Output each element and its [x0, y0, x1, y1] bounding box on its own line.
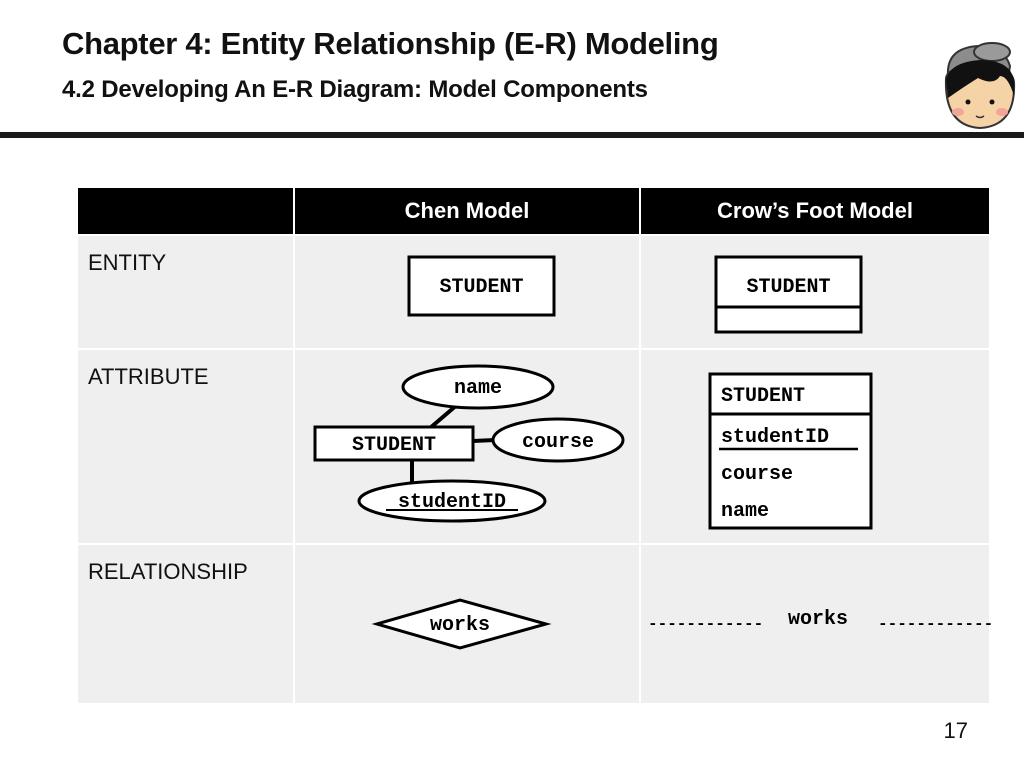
- chen-entity-box: STUDENT: [407, 255, 556, 317]
- cell-crows-relationship: [641, 545, 989, 703]
- crows-attribute-box: STUDENT studentID course name: [708, 372, 873, 530]
- title-divider: [0, 132, 1024, 138]
- chen-attr-course: course: [522, 431, 594, 454]
- crows-relationship-line: ------------ works ------------: [648, 608, 993, 633]
- page-number: 17: [943, 718, 968, 743]
- slide-subtitle: 4.2 Developing An E-R Diagram: Model Com…: [62, 76, 648, 103]
- chen-attr-entity-box: [313, 425, 475, 462]
- chen-attr-course-ellipse: [491, 417, 625, 463]
- chen-attr-name: name: [454, 377, 502, 400]
- row-label-relationship: RELATIONSHIP: [78, 545, 293, 703]
- chen-attribute-diagram: name course STUDENT studentID: [313, 364, 625, 523]
- chen-attr-key: studentID: [398, 491, 506, 514]
- crows-entity-label: STUDENT: [746, 276, 830, 299]
- crows-dashes-right: ------------: [878, 615, 993, 633]
- crows-entity-box: STUDENT: [714, 255, 863, 334]
- header-empty: [78, 188, 293, 234]
- crows-attr-entity-label: STUDENT: [721, 385, 805, 408]
- header-chen: Chen Model: [295, 188, 639, 234]
- chen-relationship-label: works: [430, 614, 490, 637]
- row-label-entity: ENTITY: [78, 236, 293, 348]
- chen-entity-label: STUDENT: [439, 276, 523, 299]
- crows-attr-course: course: [721, 463, 793, 486]
- crows-relationship-label: works: [788, 608, 848, 631]
- header-crows-foot: Crow’s Foot Model: [641, 188, 989, 234]
- crows-dashes-left: ------------: [648, 615, 763, 633]
- mascot-icon: [944, 42, 1016, 130]
- slide-title: Chapter 4: Entity Relationship (E-R) Mod…: [62, 26, 719, 61]
- chen-attr-name-ellipse: [401, 364, 555, 410]
- row-label-attribute: ATTRIBUTE: [78, 350, 293, 543]
- chen-attr-entity-label: STUDENT: [352, 434, 436, 457]
- chen-relationship-diamond: works: [371, 598, 552, 650]
- crows-attr-key: studentID: [721, 426, 829, 449]
- crows-attr-name: name: [721, 500, 769, 523]
